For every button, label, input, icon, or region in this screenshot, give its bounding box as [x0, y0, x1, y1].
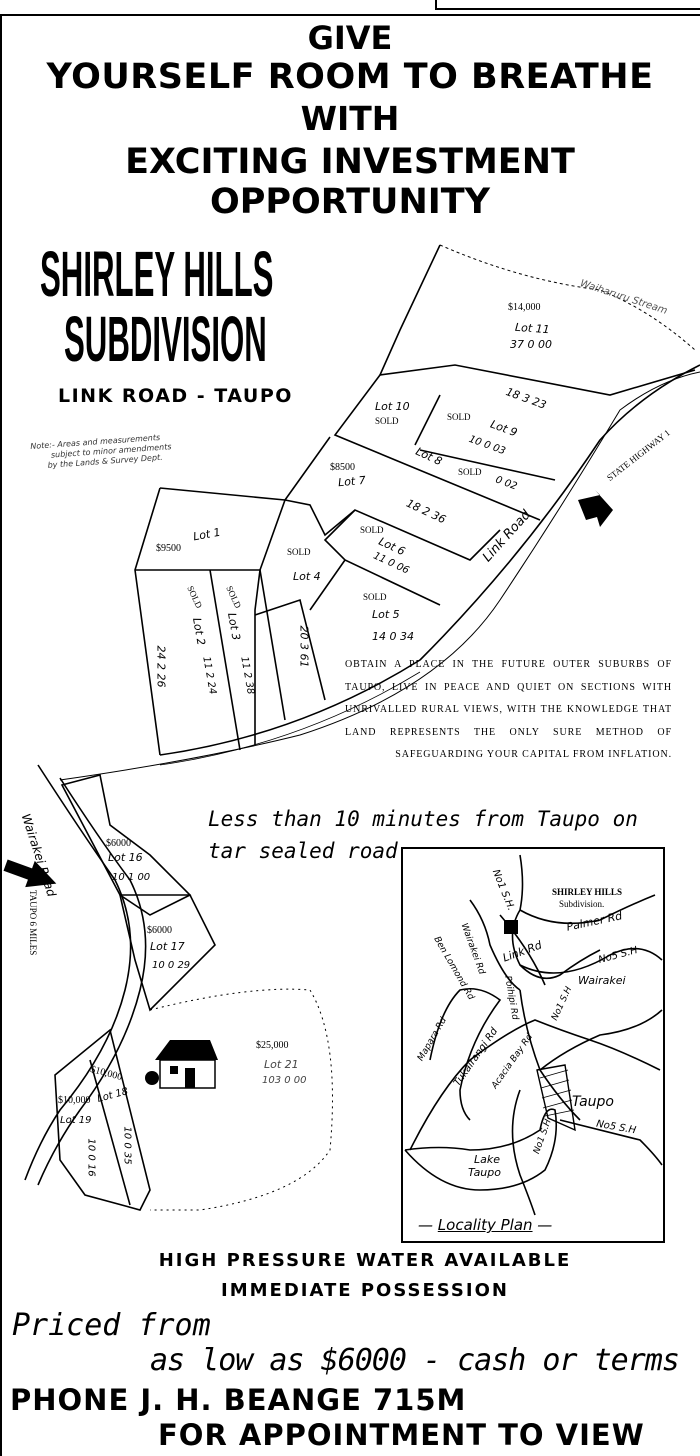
lot7-price: $8500	[330, 462, 355, 473]
pricing-line2: as low as $6000 - cash or terms	[150, 1343, 680, 1378]
lot11-area: 37 0 00	[510, 338, 552, 351]
lot21-name: Lot 21	[264, 1058, 299, 1071]
taupo-miles-label: TAUPO 6 MILES	[28, 890, 38, 956]
lot21-area: 103 0 00	[262, 1075, 307, 1086]
lot21-price: $25,000	[256, 1040, 289, 1051]
lot16-price: $6000	[106, 838, 131, 849]
lot7-name: Lot 7	[337, 473, 367, 490]
pricing-line1: Priced from	[12, 1308, 211, 1343]
headline-line1: GIVE	[307, 19, 393, 57]
lot16-name: Lot 16	[108, 851, 143, 864]
advert-frame	[0, 14, 700, 1456]
arrow-icon-state-highway	[578, 490, 613, 527]
headline-line3: WITH	[300, 99, 400, 138]
tagline-line1: Less than 10 minutes from Taupo on	[208, 807, 638, 831]
lot17-name: Lot 17	[150, 940, 185, 953]
lot19-name: Lot 19	[60, 1115, 92, 1126]
lot10-name: Lot 10	[375, 400, 410, 413]
house-icon	[145, 1040, 218, 1089]
lot6-status: SOLD	[360, 525, 384, 535]
locality-caption: — Locality Plan —	[418, 1216, 553, 1234]
lot5-name: Lot 5	[372, 608, 400, 621]
lot16-area: 10 1 00	[112, 872, 151, 883]
lot4-name: Lot 4	[293, 570, 321, 583]
locality-title-line1: SHIRLEY HILLS	[552, 887, 622, 897]
lot9-status: SOLD	[447, 412, 471, 422]
locality-taupo: Taupo	[572, 1094, 614, 1110]
lot17-price: $6000	[147, 925, 172, 936]
subdivision-name-line1: SHIRLEY HILLS	[40, 240, 274, 311]
lot4-status: SOLD	[287, 547, 311, 557]
contact-appointment: FOR APPOINTMENT TO VIEW	[158, 1418, 645, 1452]
tagline-line2: tar sealed road	[208, 839, 398, 863]
top-border-box	[435, 0, 700, 10]
lot4-area: 20 3 61	[297, 625, 311, 668]
lot17-area: 10 0 29	[152, 960, 191, 971]
locality-wairakei: Wairakei	[578, 974, 626, 987]
lot19-price: $10,000	[58, 1095, 91, 1106]
headline-line5: OPPORTUNITY	[209, 182, 491, 222]
contact-phone: PHONE J. H. BEANGE 715M	[10, 1383, 467, 1417]
lot5-status: SOLD	[363, 592, 387, 602]
lot10-status: SOLD	[375, 416, 399, 426]
lot8-status: SOLD	[458, 467, 482, 477]
headline-line4: EXCITING INVESTMENT	[125, 142, 575, 182]
lot1-price: $9500	[156, 543, 181, 554]
locality-marker-icon	[504, 920, 518, 934]
subdivision-location: LINK ROAD - TAUPO	[58, 385, 293, 407]
locality-lake-2: Taupo	[468, 1166, 501, 1179]
lot5-area: 14 0 34	[372, 630, 414, 643]
locality-caption-text: Locality Plan	[437, 1216, 533, 1234]
lot19-area: 10 0 16	[85, 1138, 97, 1177]
headline-line2: YOURSELF ROOM TO BREATHE	[46, 57, 654, 97]
feature-water: HIGH PRESSURE WATER AVAILABLE	[158, 1250, 572, 1271]
arrow-icon-taupo	[3, 859, 57, 888]
lot11-name: Lot 11	[514, 320, 551, 337]
description-paragraph: OBTAIN A PLACE IN THE FUTURE OUTER SUBUR…	[345, 659, 672, 760]
lot18-area: 10 0 35	[121, 1126, 133, 1165]
subdivision-name-line2: SUBDIVISION	[64, 305, 267, 376]
locality-lake-1: Lake	[474, 1153, 501, 1166]
lot11-price: $14,000	[508, 302, 541, 313]
lot1-area: 24 2 26	[154, 645, 168, 688]
locality-title-line2: Subdivision.	[559, 899, 605, 909]
feature-possession: IMMEDIATE POSSESSION	[221, 1280, 509, 1301]
